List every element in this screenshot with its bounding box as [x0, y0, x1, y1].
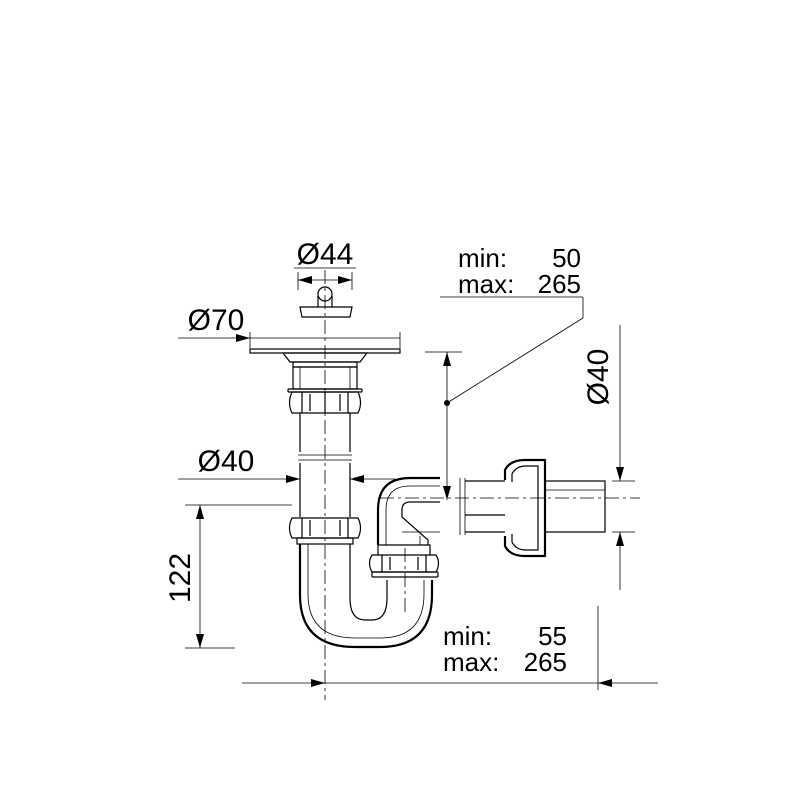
- sink-plug-assembly: [249, 286, 401, 414]
- outlet-bend: [376, 476, 440, 545]
- outlet-pipe: [459, 458, 606, 558]
- outlet-length-max-value: 265: [524, 647, 567, 677]
- cap-diameter-label: Ø44: [297, 238, 354, 271]
- dimension-outlet-height: min: 50 max: 265: [425, 243, 584, 500]
- u-trap: [298, 544, 440, 649]
- outlet-length-min-label: min:: [443, 621, 492, 651]
- dimension-cap-diameter: Ø44: [294, 238, 356, 290]
- outlet-length-max-label: max:: [443, 647, 499, 677]
- center-lines: [324, 270, 640, 700]
- trap-height-label: 122: [164, 553, 197, 603]
- dimension-outlet-diameter: Ø40: [582, 325, 635, 590]
- outlet-length-min-value: 55: [538, 621, 567, 651]
- pipe-diameter-label: Ø40: [198, 445, 255, 478]
- outlet-height-max-label: max:: [458, 269, 514, 299]
- dimension-pipe-diameter: Ø40: [178, 445, 395, 483]
- dimension-plate-diameter: Ø70: [178, 304, 401, 348]
- dimension-outlet-length: min: 55 max: 265: [242, 606, 658, 690]
- outlet-height-max-value: 265: [538, 269, 581, 299]
- outlet-height-min-value: 50: [552, 243, 581, 273]
- plate-diameter-label: Ø70: [188, 304, 245, 337]
- outlet-diameter-label: Ø40: [582, 349, 615, 406]
- outlet-height-min-label: min:: [458, 243, 507, 273]
- tailpipe: [288, 413, 362, 545]
- dimension-trap-height: 122: [164, 504, 292, 649]
